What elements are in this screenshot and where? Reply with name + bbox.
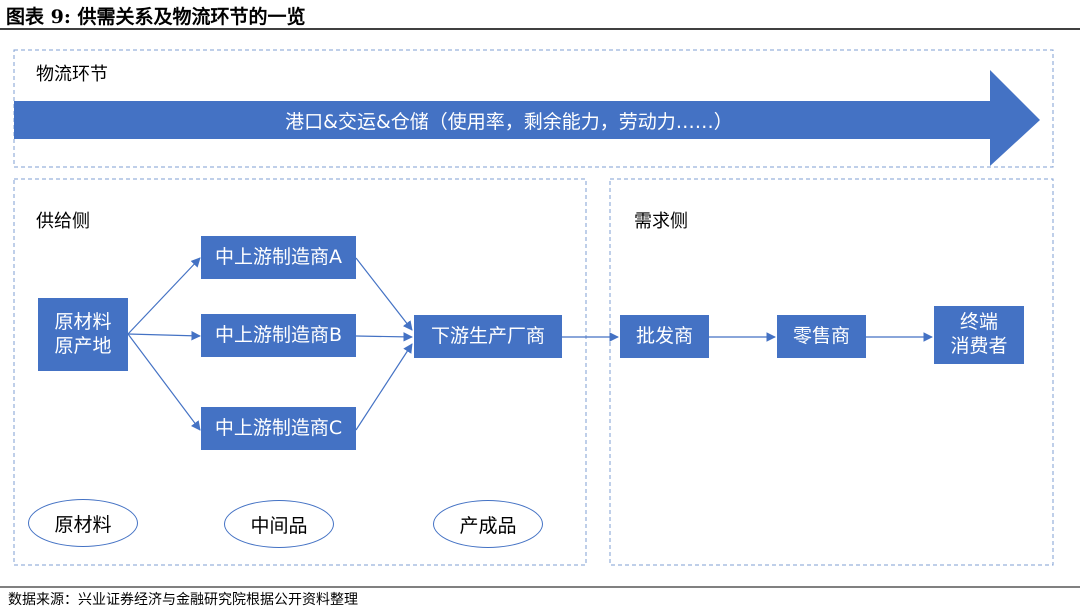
upstream-manufacturer-c-node: 中上游制造商C	[201, 407, 356, 450]
end-consumer-node: 终端 消费者	[934, 306, 1024, 364]
data-source-note: 数据来源：兴业证券经济与金融研究院根据公开资料整理	[8, 592, 358, 608]
demand-side-label: 需求侧	[634, 211, 688, 232]
figure-title: 图表 9: 供需关系及物流环节的一览	[6, 6, 306, 28]
connector-raw-to-a	[127, 257, 201, 335]
connector-a-to-downstream	[355, 257, 413, 331]
stage-raw-material-ellipse: 原材料	[28, 499, 138, 547]
logistics-frame	[13, 49, 1054, 168]
stage-finished-goods-ellipse: 产成品	[433, 500, 543, 548]
connector-raw-to-c	[127, 333, 201, 431]
raw-material-origin-node: 原材料 原产地	[38, 298, 128, 371]
logistics-banner-arrow	[14, 70, 1040, 166]
stage-intermediate-ellipse: 中间品	[224, 500, 334, 548]
upstream-manufacturer-a-node: 中上游制造商A	[201, 236, 356, 279]
retailer-node: 零售商	[777, 315, 866, 358]
connector-b-to-downstream	[355, 332, 413, 342]
logistics-banner-text: 港口&交运&仓储（使用率，剩余能力，劳动力……）	[285, 110, 733, 133]
logistics-label: 物流环节	[36, 64, 108, 85]
connector-c-to-downstream	[355, 343, 413, 431]
wholesaler-node: 批发商	[620, 315, 709, 358]
connector-raw-to-b	[127, 330, 201, 341]
downstream-manufacturer-node: 下游生产厂商	[414, 315, 562, 358]
upstream-manufacturer-b-node: 中上游制造商B	[201, 314, 356, 357]
supply-frame	[13, 178, 587, 566]
demand-frame	[609, 178, 1054, 566]
supply-side-label: 供给侧	[36, 211, 90, 232]
